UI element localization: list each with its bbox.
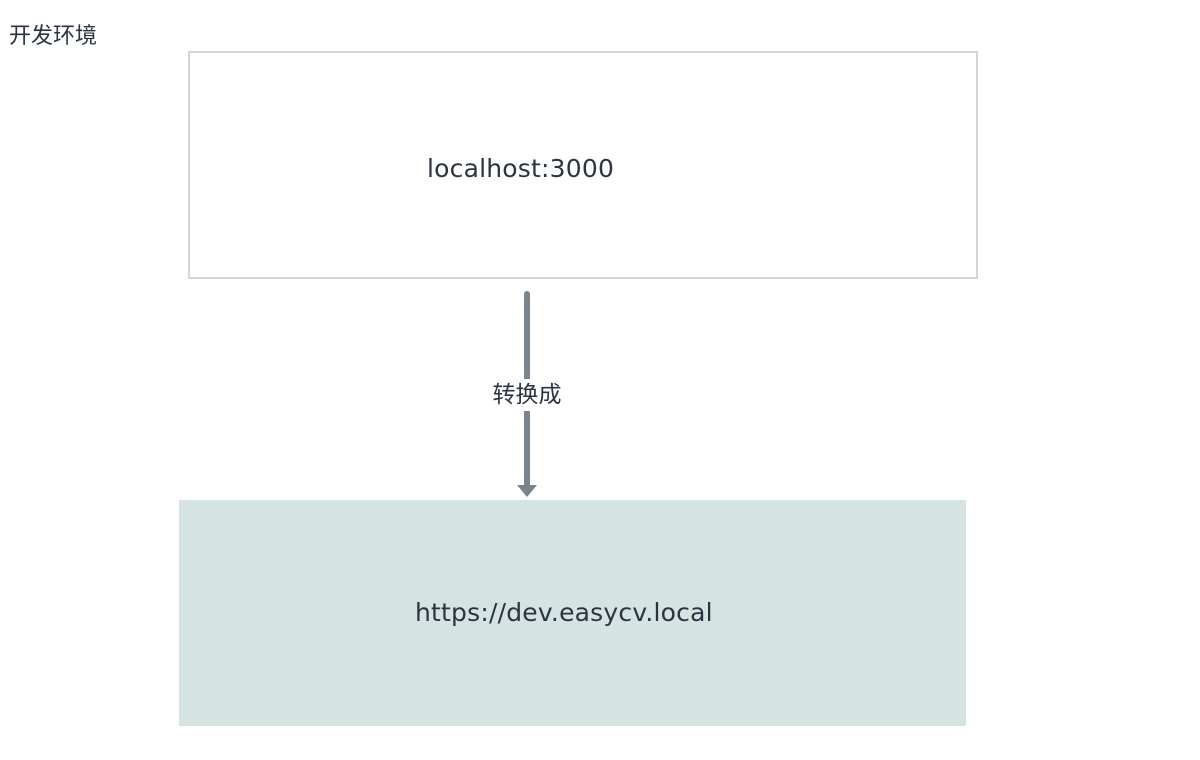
source-node: localhost:3000 [188,51,978,279]
diagram-title: 开发环境 [9,24,98,49]
arrow-label: 转换成 [489,379,565,411]
target-node: https://dev.easycv.local [179,500,966,726]
arrow-head-icon [517,485,537,497]
source-node-label: localhost:3000 [427,154,615,183]
target-node-label: https://dev.easycv.local [415,598,713,627]
